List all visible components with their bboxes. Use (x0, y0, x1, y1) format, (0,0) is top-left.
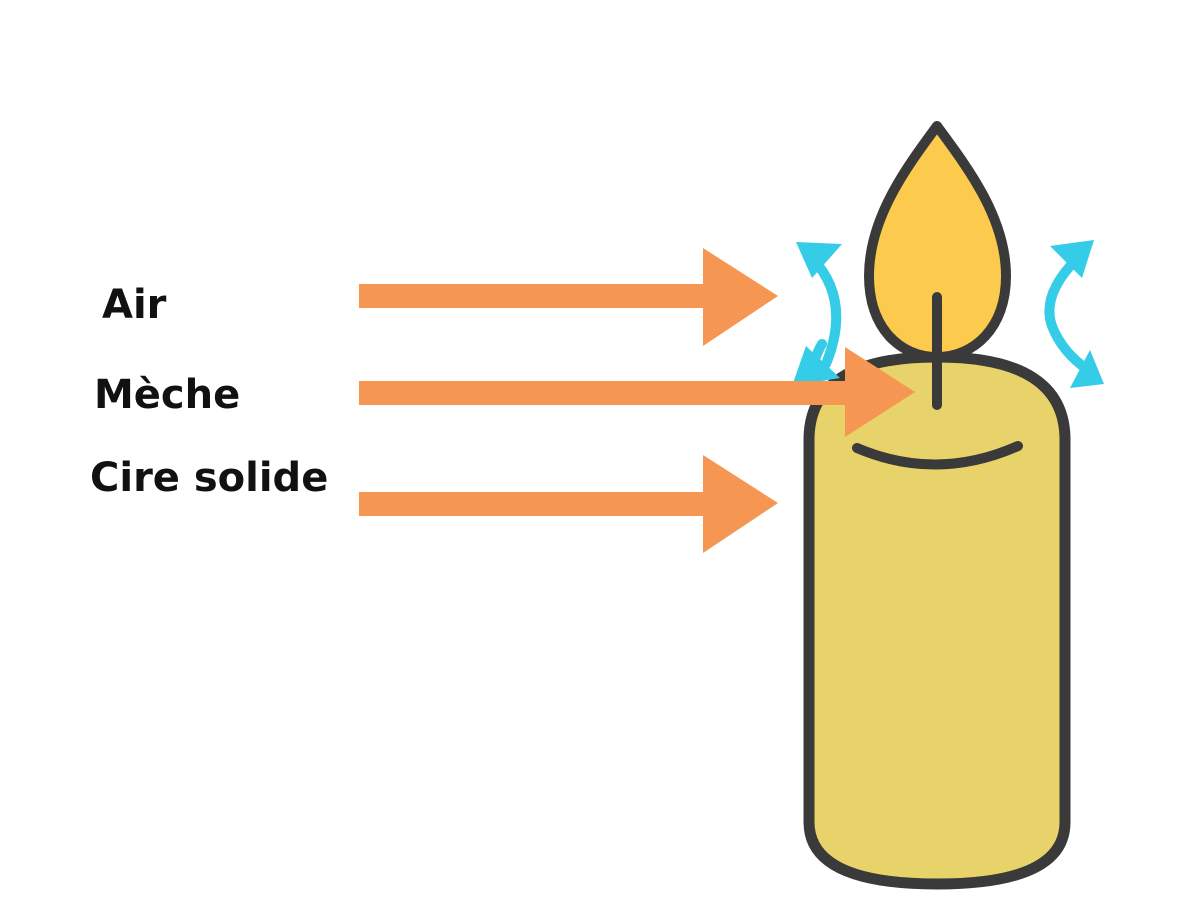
wax-melt-line (852, 441, 1023, 470)
candle-body (803, 351, 1071, 890)
label-meche: Mèche (94, 372, 241, 418)
arrow-air (359, 248, 778, 346)
arrow-cire-solide (359, 455, 778, 553)
arrow-meche (359, 347, 915, 437)
candle-icon (803, 351, 1071, 890)
left-air-flow-icon (792, 242, 842, 386)
label-cire-solide: Cire solide (90, 455, 329, 501)
right-air-flow-icon (1044, 240, 1104, 388)
label-air: Air (102, 282, 167, 328)
